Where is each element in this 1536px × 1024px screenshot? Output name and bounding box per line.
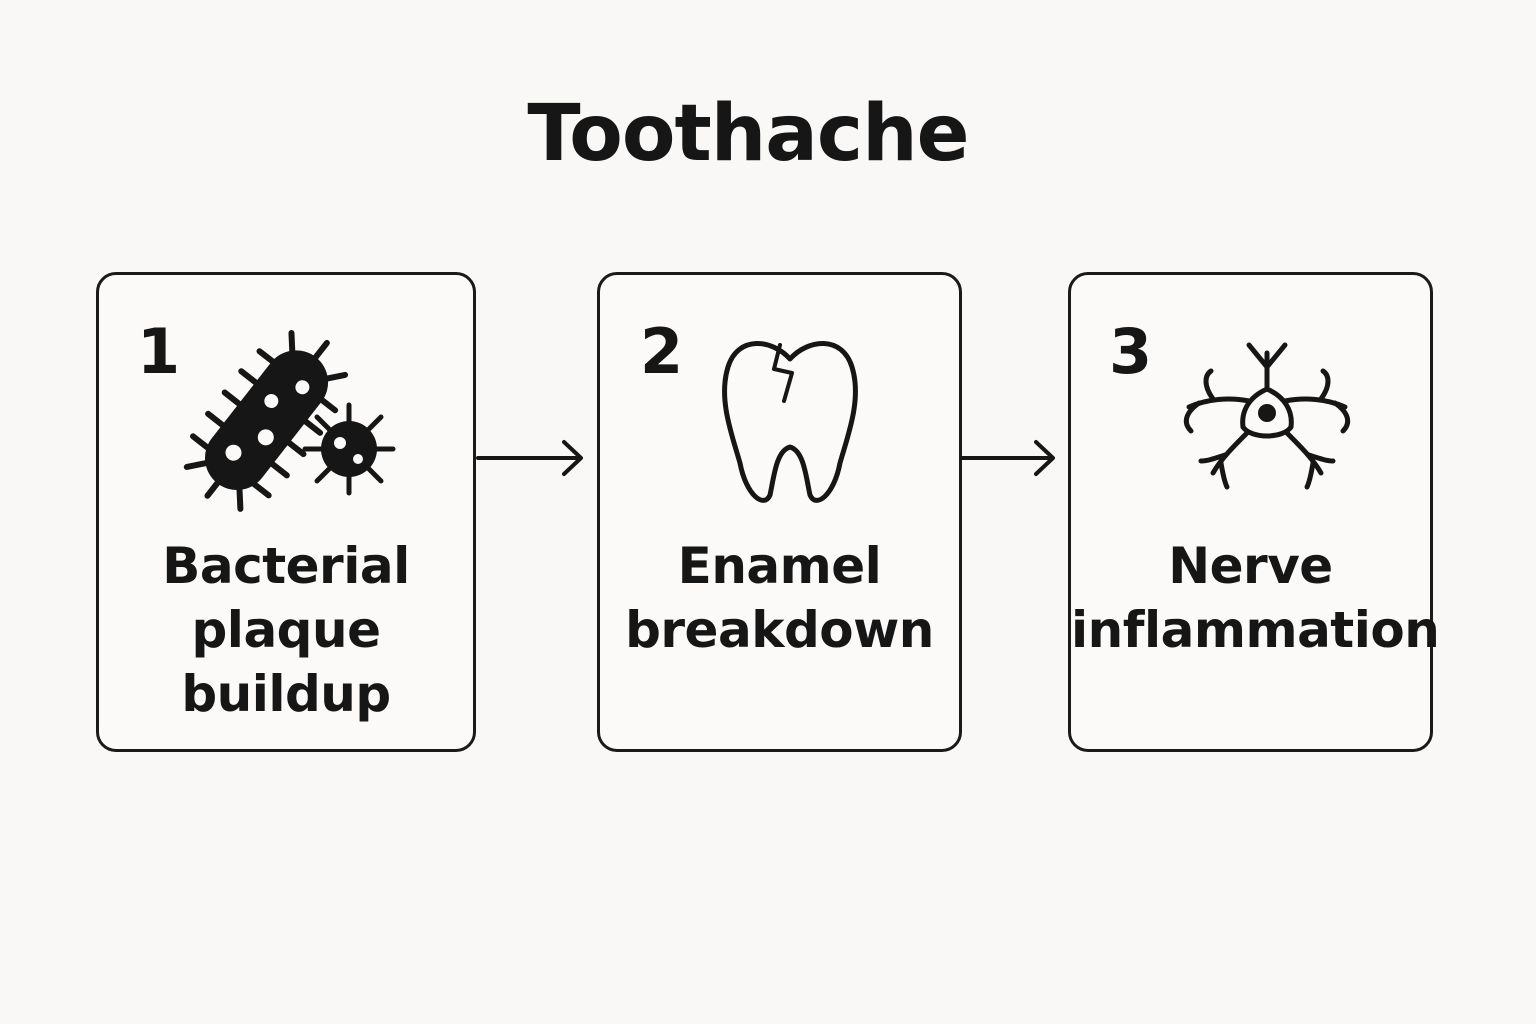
step-card-3: 3: [1068, 272, 1440, 752]
step-number-2: 2: [640, 315, 684, 388]
step-label-3: Nerve inflammation: [1071, 534, 1440, 662]
step-label-3-line-1: Nerve: [1168, 537, 1333, 595]
step-number-3: 3: [1109, 315, 1153, 388]
step-label-2-line-2: breakdown: [625, 601, 934, 659]
step-label-3-line-2: inflammation: [1071, 601, 1440, 659]
step-card-1: 1: [96, 272, 476, 752]
step-label-1-line-1: Bacterial: [162, 537, 410, 595]
step-label-2: Enamel breakdown: [600, 534, 959, 662]
nerve-cell-icon: [1183, 342, 1351, 490]
step-label-1: Bacterial plaque buildup: [99, 534, 473, 726]
step-card-2: 2 Enamel breakdown: [597, 272, 962, 752]
step-label-1-line-2: plaque: [191, 601, 381, 659]
step-label-1-line-3: buildup: [181, 665, 391, 723]
cracked-tooth-icon: [722, 341, 858, 503]
bacteria-icon: [183, 330, 396, 512]
step-number-1: 1: [137, 315, 181, 388]
arrow-icon: [476, 440, 583, 476]
arrow-icon: [960, 440, 1055, 476]
diagram-title: Toothache: [527, 89, 969, 179]
step-label-2-line-1: Enamel: [677, 537, 882, 595]
